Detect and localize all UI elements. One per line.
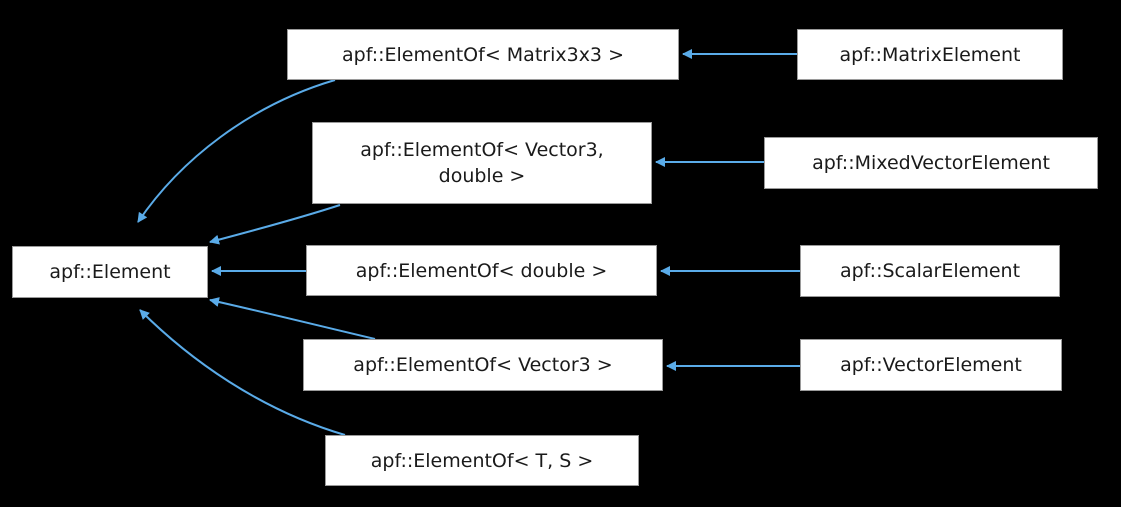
edge-t-s-to-element	[139, 309, 346, 436]
node-label: apf::ElementOf< double >	[355, 259, 608, 282]
edge-vector3-double-to-element	[209, 204, 341, 245]
node-element-of-vector3[interactable]: apf::ElementOf< Vector3 >	[303, 339, 663, 391]
node-element-of-t-s[interactable]: apf::ElementOf< T, S >	[325, 435, 639, 486]
node-label: apf::ElementOf< Vector3, double >	[360, 139, 604, 187]
node-mixed-vector-element[interactable]: apf::MixedVectorElement	[764, 137, 1098, 189]
edge-vector3-to-element	[209, 297, 376, 340]
node-label: apf::ElementOf< Vector3 >	[353, 354, 613, 376]
node-apf-element[interactable]: apf::Element	[12, 246, 208, 298]
node-label: apf::VectorElement	[840, 354, 1022, 376]
node-label: apf::Element	[49, 261, 171, 283]
node-element-of-double[interactable]: apf::ElementOf< double >	[306, 245, 657, 296]
node-label: apf::ElementOf< Matrix3x3 >	[342, 43, 624, 66]
node-matrix-element[interactable]: apf::MatrixElement	[797, 29, 1063, 80]
node-vector-element[interactable]: apf::VectorElement	[800, 339, 1062, 391]
node-label: apf::ElementOf< T, S >	[370, 449, 594, 472]
node-element-of-matrix3x3[interactable]: apf::ElementOf< Matrix3x3 >	[287, 29, 679, 80]
node-element-of-vector3-double[interactable]: apf::ElementOf< Vector3, double >	[312, 122, 652, 204]
node-label: apf::MixedVectorElement	[812, 152, 1050, 174]
node-label: apf::MatrixElement	[839, 43, 1021, 66]
edge-matrix3x3-to-element	[137, 79, 336, 223]
node-label: apf::ScalarElement	[839, 260, 1021, 282]
node-scalar-element[interactable]: apf::ScalarElement	[800, 245, 1060, 297]
